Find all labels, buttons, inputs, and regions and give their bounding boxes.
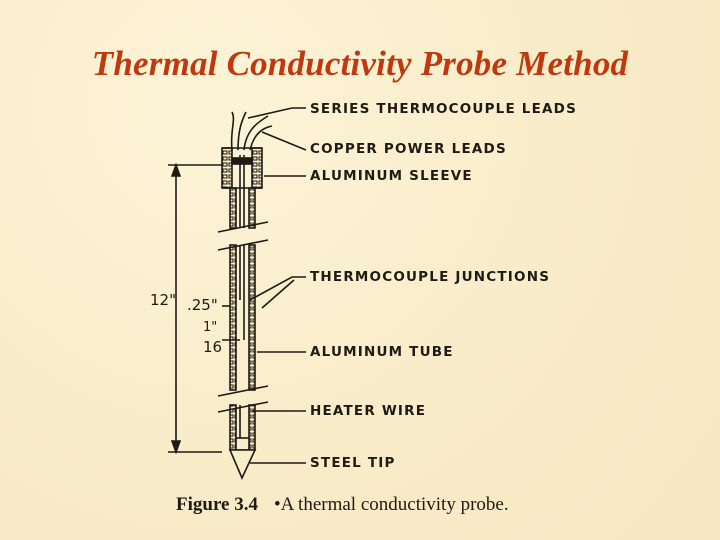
dimension-outer-diameter: .25" [187, 296, 218, 314]
dimension-length: 12" [150, 291, 176, 309]
figure-number: Figure 3.4 [176, 494, 258, 515]
label-aluminum-sleeve: ALUMINUM SLEEVE [310, 168, 473, 184]
steel-tip-shape [228, 449, 257, 480]
aluminum-sleeve [221, 147, 263, 189]
dimension-inner-fraction-denominator: 16 [203, 338, 223, 356]
aluminum-tube [229, 187, 256, 451]
figure-caption: Figure 3.4 •A thermal conductivity probe. [176, 494, 509, 516]
label-series-thermocouple-leads: SERIES THERMOCOUPLE LEADS [310, 101, 578, 117]
label-thermocouple-junctions: THERMOCOUPLE JUNCTIONS [310, 269, 551, 285]
dimension-inner-fraction-numerator: 1" [203, 320, 218, 335]
slide-title: Thermal Conductivity Probe Method [91, 44, 629, 83]
label-copper-power-leads: COPPER POWER LEADS [310, 141, 507, 157]
label-aluminum-tube: ALUMINUM TUBE [310, 344, 454, 360]
caption-text: •A thermal conductivity probe. [273, 494, 509, 515]
label-steel-tip: STEEL TIP [310, 455, 396, 471]
label-heater-wire: HEATER WIRE [310, 403, 427, 419]
